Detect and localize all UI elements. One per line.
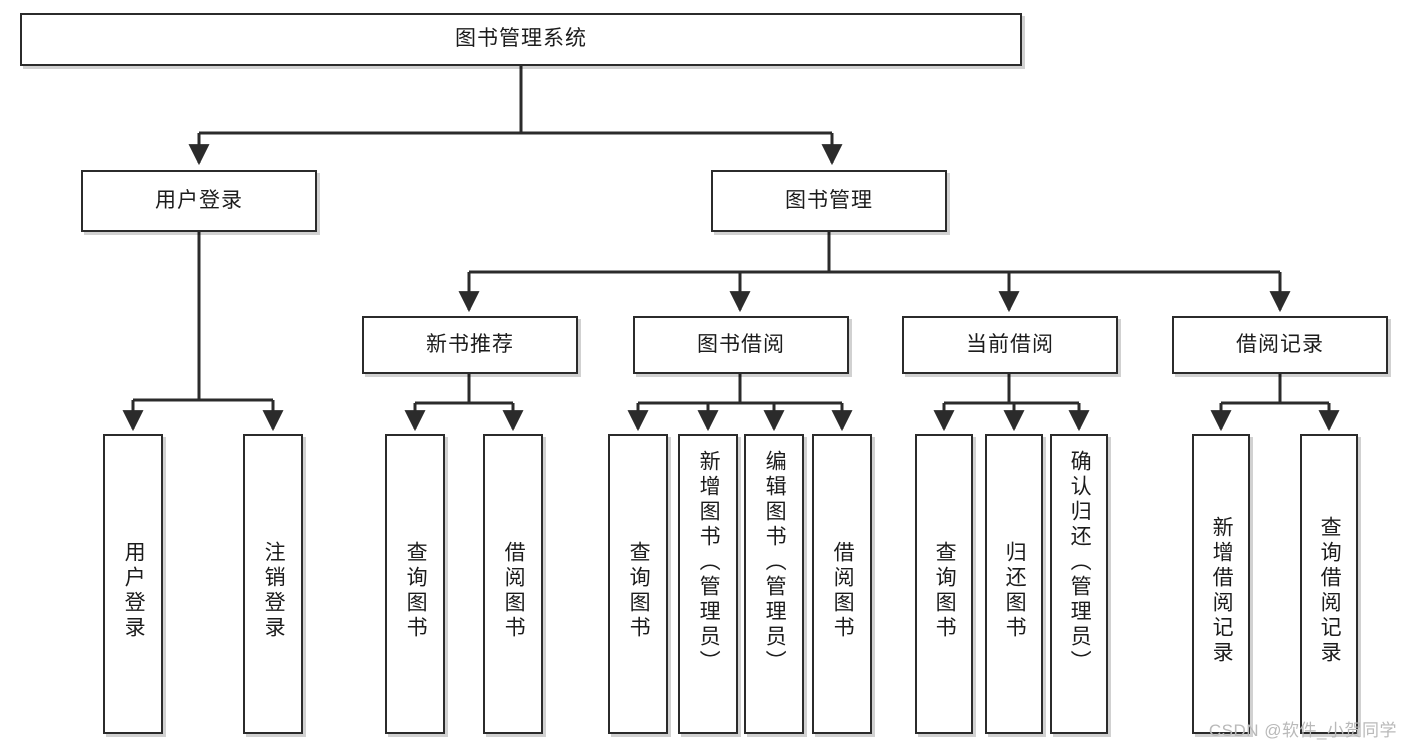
node-leaf-user-login[interactable]: 用户登录: [103, 434, 163, 734]
node-leaf-add-book[interactable]: 新增图书（管理员）: [678, 434, 738, 734]
node-root[interactable]: 图书管理系统: [20, 13, 1022, 66]
node-book-borrow[interactable]: 图书借阅: [633, 316, 849, 374]
node-leaf-borrow-query-book[interactable]: 查询图书: [608, 434, 668, 734]
node-leaf-query-record[interactable]: 查询借阅记录: [1300, 434, 1358, 734]
node-leaf-query-record-label: 查询借阅记录: [1318, 516, 1342, 666]
node-leaf-user-login-label: 用户登录: [122, 541, 146, 641]
node-leaf-edit-book[interactable]: 编辑图书（管理员）: [744, 434, 804, 734]
node-leaf-borrow-book-label: 借阅图书: [831, 541, 855, 641]
node-leaf-edit-book-label: 编辑图书（管理员）: [763, 450, 787, 675]
node-book-borrow-label: 图书借阅: [697, 332, 785, 356]
node-user-login[interactable]: 用户登录: [81, 170, 317, 232]
node-user-login-label: 用户登录: [155, 188, 243, 212]
node-borrow-record-label: 借阅记录: [1236, 332, 1324, 356]
node-leaf-return-book-label: 归还图书: [1003, 541, 1027, 641]
node-book-manage-label: 图书管理: [785, 188, 873, 212]
node-leaf-rec-borrow-book-label: 借阅图书: [502, 541, 526, 641]
node-leaf-logout[interactable]: 注销登录: [243, 434, 303, 734]
node-borrow-record[interactable]: 借阅记录: [1172, 316, 1388, 374]
node-leaf-logout-label: 注销登录: [262, 541, 286, 641]
node-leaf-borrow-book[interactable]: 借阅图书: [812, 434, 872, 734]
node-leaf-confirm-return-label: 确认归还（管理员）: [1068, 450, 1092, 675]
node-leaf-add-record-label: 新增借阅记录: [1210, 516, 1234, 666]
node-leaf-rec-query-book-label: 查询图书: [404, 541, 428, 641]
node-book-manage[interactable]: 图书管理: [711, 170, 947, 232]
node-current-borrow[interactable]: 当前借阅: [902, 316, 1118, 374]
node-root-label: 图书管理系统: [455, 27, 587, 51]
node-leaf-borrow-query-book-label: 查询图书: [627, 541, 651, 641]
node-leaf-confirm-return[interactable]: 确认归还（管理员）: [1050, 434, 1108, 734]
node-leaf-cur-query-book-label: 查询图书: [933, 541, 957, 641]
node-leaf-return-book[interactable]: 归还图书: [985, 434, 1043, 734]
node-new-book-rec-label: 新书推荐: [426, 332, 514, 356]
node-leaf-rec-query-book[interactable]: 查询图书: [385, 434, 445, 734]
node-leaf-cur-query-book[interactable]: 查询图书: [915, 434, 973, 734]
node-leaf-rec-borrow-book[interactable]: 借阅图书: [483, 434, 543, 734]
node-leaf-add-book-label: 新增图书（管理员）: [697, 450, 721, 675]
node-leaf-add-record[interactable]: 新增借阅记录: [1192, 434, 1250, 734]
node-new-book-rec[interactable]: 新书推荐: [362, 316, 578, 374]
watermark-text: CSDN @软件_小贺同学: [1208, 721, 1397, 740]
node-current-borrow-label: 当前借阅: [966, 332, 1054, 356]
